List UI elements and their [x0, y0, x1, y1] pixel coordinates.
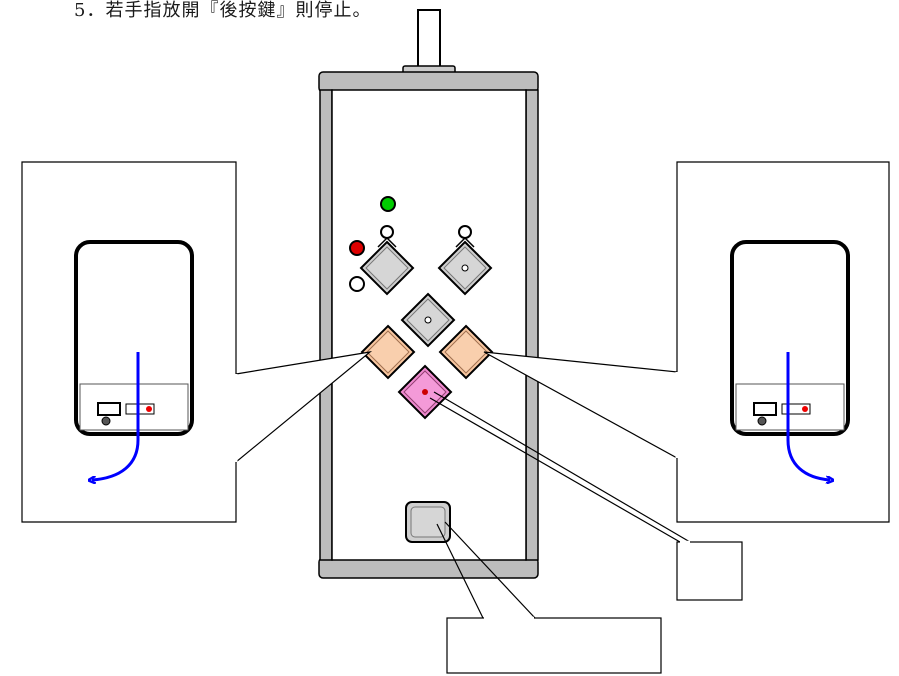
- left-device-indicator: [125, 403, 155, 415]
- curved-arrow-icon: [92, 352, 140, 480]
- bottom-cap: [318, 557, 539, 579]
- curved-arrow-icon: [786, 352, 830, 480]
- top-cap: [318, 71, 539, 93]
- up-key[interactable]: [400, 292, 456, 348]
- small-callout: [429, 391, 743, 601]
- red-led-icon: [349, 240, 365, 256]
- upper-left-key[interactable]: [359, 225, 415, 296]
- white-led-icon: [349, 276, 365, 292]
- instruction-text: 5．若手指放開『後按鍵』則停止。: [74, 0, 372, 21]
- right-device-indicator: [781, 403, 811, 415]
- right-device-screw: [757, 416, 767, 426]
- small-callout-box: [676, 541, 743, 601]
- green-led-icon: [380, 196, 396, 212]
- left-key[interactable]: [360, 324, 416, 380]
- back-key[interactable]: [397, 364, 453, 420]
- upper-right-key[interactable]: [437, 225, 493, 296]
- left-device-slot: [97, 402, 121, 416]
- right-panel: [483, 161, 890, 523]
- upper-left-key-loop: [380, 225, 394, 239]
- bottom-callout-box: [446, 617, 662, 674]
- right-rail: [525, 89, 539, 561]
- right-key[interactable]: [438, 324, 494, 380]
- upper-right-key-loop: [458, 225, 472, 239]
- cable: [417, 9, 441, 71]
- left-device-screw: [101, 416, 111, 426]
- left-panel: [21, 161, 373, 523]
- right-device-slot: [753, 402, 777, 416]
- left-rail: [319, 89, 333, 561]
- bottom-callout: [436, 521, 662, 674]
